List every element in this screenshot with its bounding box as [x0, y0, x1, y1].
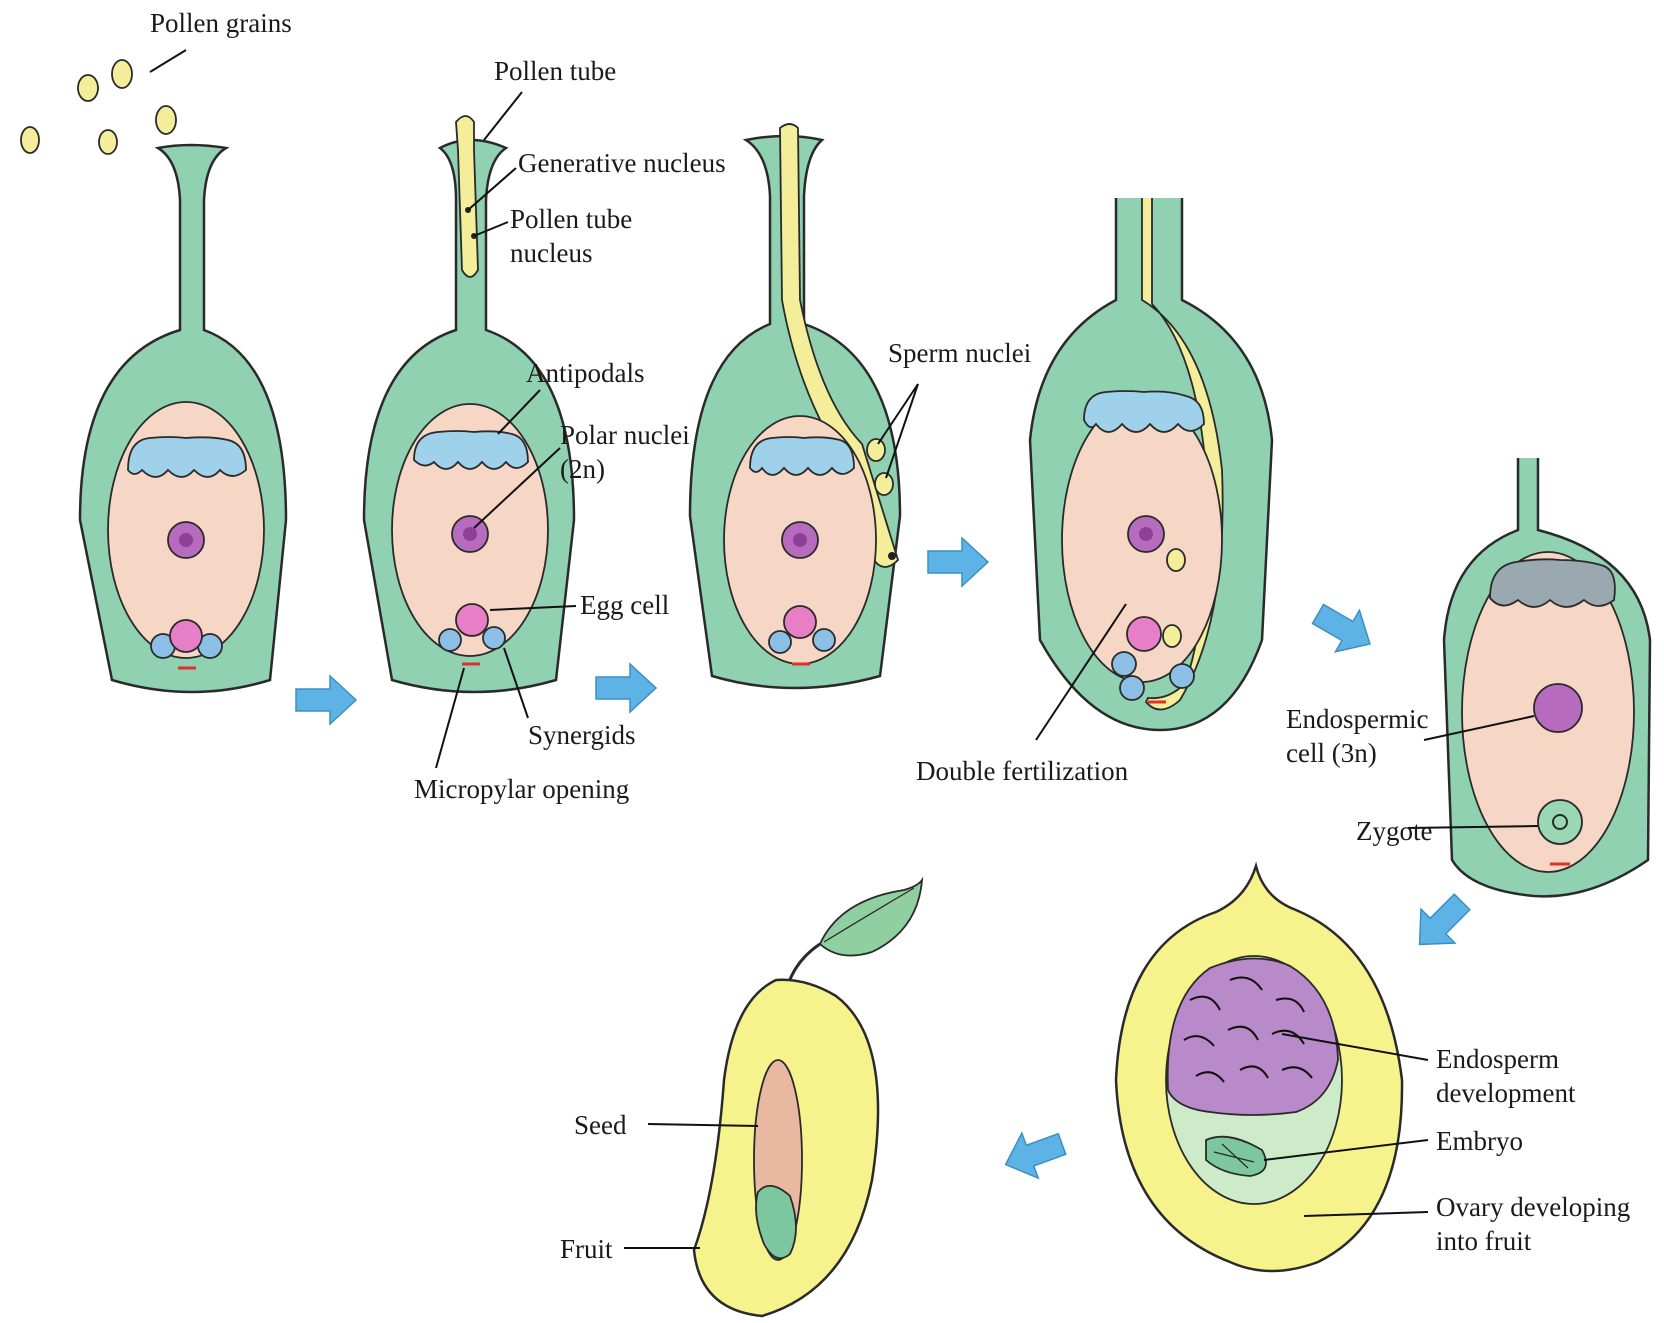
synergid — [439, 629, 461, 651]
antipodals — [1490, 559, 1615, 607]
synergid — [813, 629, 835, 651]
sperm-nucleus — [875, 473, 893, 495]
antipodals — [1084, 391, 1204, 432]
label-pollen-tube: Pollen tube — [494, 56, 616, 86]
label-seed: Seed — [574, 1110, 627, 1140]
synergid — [1170, 664, 1194, 688]
label-micropylar-opening: Micropylar opening — [414, 774, 629, 804]
sperm-nucleus — [1163, 625, 1181, 647]
label-endosperm-development: Endosperm — [1436, 1044, 1559, 1074]
ovule-stage-5 — [1444, 458, 1650, 896]
label-antipodals: Antipodals — [526, 358, 645, 388]
antipodals — [128, 437, 246, 477]
pollen-grain — [156, 106, 176, 134]
label-zygote: Zygote — [1356, 816, 1432, 846]
pistil-stage-3 — [690, 124, 900, 688]
label-endospermic-cell-3n: cell (3n) — [1286, 738, 1377, 768]
label-sperm-nuclei: Sperm nuclei — [888, 338, 1031, 368]
process-arrow — [997, 1121, 1070, 1187]
synergid — [483, 627, 505, 649]
label-pollen-tube-nucleus: Pollen tube — [510, 204, 632, 234]
process-arrow — [1306, 593, 1382, 665]
sperm-nucleus — [867, 439, 885, 461]
label-polar-nuclei: Polar nuclei — [560, 420, 690, 450]
synergid — [769, 631, 791, 653]
synergid — [1120, 676, 1144, 700]
pistil-stage-1 — [80, 145, 286, 692]
leaf — [820, 880, 922, 956]
sperm-nucleus — [1167, 549, 1185, 571]
process-arrow — [1403, 885, 1479, 961]
label-pollen-grains: Pollen grains — [150, 8, 292, 38]
label-pollen-tube-nucleus-2: nucleus — [510, 238, 592, 268]
egg-cell — [1127, 617, 1161, 651]
egg-cell — [784, 606, 816, 638]
process-arrow — [928, 538, 988, 586]
label-fruit: Fruit — [560, 1234, 613, 1264]
leader-line — [150, 50, 186, 72]
egg-cell — [456, 604, 488, 636]
label-synergids: Synergids — [528, 720, 636, 750]
label-polar-nuclei-2n: (2n) — [560, 454, 605, 484]
label-embryo: Embryo — [1436, 1126, 1523, 1156]
antipodals — [750, 437, 854, 475]
pollen-grain — [112, 60, 132, 88]
label-double-fertilization: Double fertilization — [916, 756, 1129, 786]
endospermic-cell — [1534, 684, 1582, 732]
label-ovary-developing: Ovary developing — [1436, 1192, 1630, 1222]
label-generative-nucleus: Generative nucleus — [518, 148, 726, 178]
process-arrow — [596, 664, 656, 712]
pollen-grains — [21, 60, 176, 154]
antipodals — [414, 431, 528, 469]
egg-cell — [170, 620, 202, 652]
fruit — [694, 880, 922, 1316]
pistil-stage-4 — [1030, 198, 1272, 730]
label-egg-cell: Egg cell — [580, 590, 669, 620]
zygote — [1538, 800, 1582, 844]
leader-line — [484, 92, 522, 140]
label-endospermic-cell: Endospermic — [1286, 704, 1428, 734]
pollen-grain — [99, 130, 117, 154]
pistil-stage-2 — [364, 116, 574, 692]
process-arrow — [296, 676, 356, 724]
label-endosperm-development-2: development — [1436, 1078, 1576, 1108]
pollen-grain — [78, 75, 98, 101]
pollen-grain — [21, 127, 39, 153]
developing-ovary — [1116, 866, 1402, 1271]
synergid — [1112, 652, 1136, 676]
label-ovary-developing-2: into fruit — [1436, 1226, 1532, 1256]
